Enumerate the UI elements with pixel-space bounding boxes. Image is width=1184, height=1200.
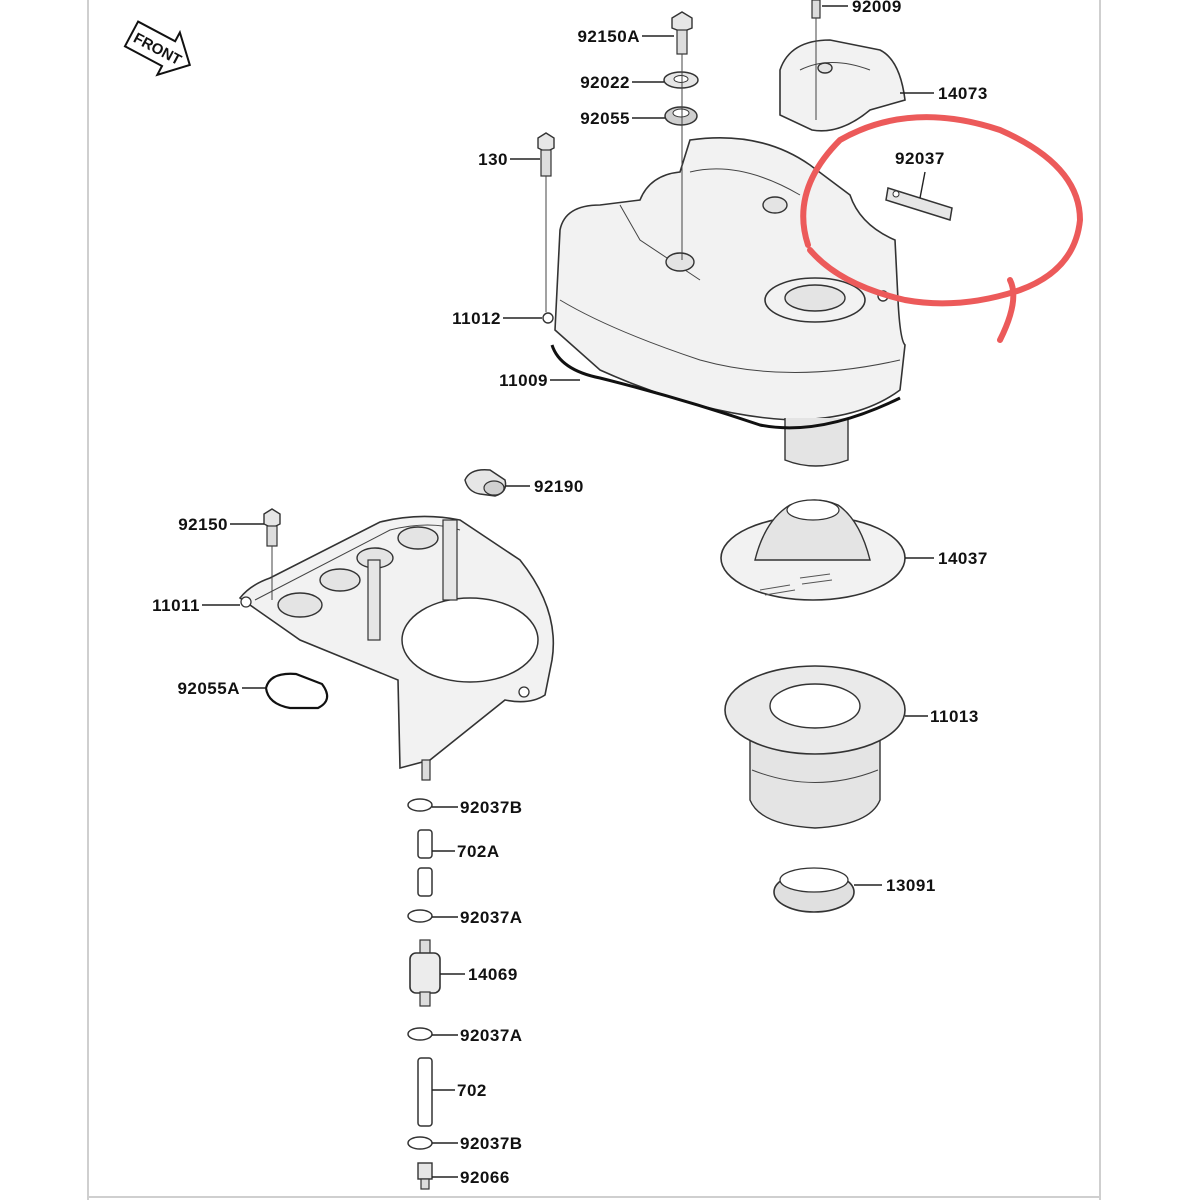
- label-130: 130: [478, 150, 508, 169]
- clamp-92037B-top: [407, 798, 433, 812]
- label-11009: 11009: [499, 371, 548, 390]
- bolt-130: [537, 132, 555, 312]
- label-11013: 11013: [930, 707, 979, 726]
- hose-702A: [417, 829, 433, 897]
- air-box-case-11011: [238, 515, 555, 781]
- label-92037B-bottom: 92037B: [460, 1134, 523, 1153]
- label-92055: 92055: [580, 109, 630, 128]
- label-702: 702: [457, 1081, 487, 1100]
- front-arrow-icon: FRONT: [123, 20, 192, 77]
- label-92150A: 92150A: [577, 27, 640, 46]
- label-92037A-top: 92037A: [460, 908, 523, 927]
- label-92022: 92022: [580, 73, 630, 92]
- bolt-92150A: [671, 11, 693, 55]
- air-box-cover-11012: [542, 137, 906, 467]
- label-92009: 92009: [852, 0, 902, 16]
- boot-11013: [724, 665, 906, 829]
- highlight-circle: [800, 114, 1083, 343]
- bolt-92009: [811, 0, 821, 19]
- label-92055A: 92055A: [177, 679, 240, 698]
- duct-14073: [779, 18, 906, 132]
- clamp-92037: [885, 187, 953, 221]
- label-14073: 14073: [938, 84, 988, 103]
- label-92066: 92066: [460, 1168, 510, 1187]
- label-92190: 92190: [534, 477, 584, 496]
- diaphragm-14037: [720, 499, 906, 601]
- clamp-92037A-bottom: [407, 1027, 433, 1041]
- fitting-92066: [417, 1162, 433, 1190]
- label-92150: 92150: [178, 515, 228, 534]
- bolt-92150: [263, 508, 281, 600]
- label-11011: 11011: [152, 596, 200, 615]
- label-14069: 14069: [468, 965, 518, 984]
- hose-702: [417, 1057, 433, 1127]
- label-702A: 702A: [457, 842, 500, 861]
- label-92037: 92037: [895, 149, 945, 168]
- clamp-92037B-bottom: [407, 1136, 433, 1150]
- label-92037A-bottom: 92037A: [460, 1026, 523, 1045]
- label-14037: 14037: [938, 549, 988, 568]
- gasket-11009: [550, 344, 901, 430]
- seal-92055: [664, 106, 698, 126]
- washer-92022: [663, 71, 699, 89]
- label-13091: 13091: [886, 876, 936, 895]
- leader-92037: [919, 171, 926, 199]
- label-11012: 11012: [452, 309, 501, 328]
- clamp-92037A-top: [407, 909, 433, 923]
- fitting-92190: [464, 468, 507, 497]
- filter-14069: [409, 939, 441, 1007]
- gasket-92055A: [264, 672, 329, 710]
- label-92037B-top: 92037B: [460, 798, 523, 817]
- grommet-13091: [773, 867, 855, 913]
